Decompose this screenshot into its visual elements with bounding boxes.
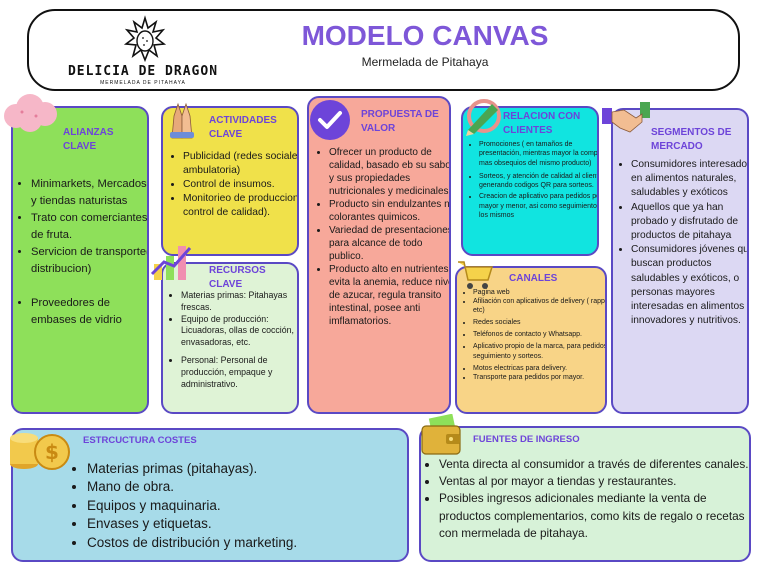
bar-chart-icon xyxy=(150,246,192,280)
wallet-icon xyxy=(421,414,461,455)
list-item: Motos electricas para delivery. xyxy=(473,364,605,373)
list-item: Ofrecer un producto de calidad, basado e… xyxy=(329,146,449,198)
list-item: Pagina web xyxy=(473,288,605,297)
segmentos-list: Consumidores interesados en alimentos na… xyxy=(619,158,747,328)
alianzas-card: ALIANZAS CLAVE Minimarkets, Mercados y t… xyxy=(11,106,149,414)
canales-title: CANALES xyxy=(509,273,558,284)
ingresos-title: FUENTES DE INGRESO xyxy=(473,434,580,445)
list-item: Afiliación con aplicativos de delivery (… xyxy=(473,297,605,315)
cloud-icon xyxy=(4,94,57,132)
list-item: Servicion de transporte( distribucion) xyxy=(31,244,147,278)
list-item: Minimarkets, Mercados y tiendas naturist… xyxy=(31,176,147,210)
propuesta-title: PROPUESTA DE VALOR xyxy=(361,109,439,134)
list-item: Proveedores de embases de vidrio xyxy=(31,295,147,329)
ingresos-list: Venta directa al consumidor a través de … xyxy=(427,456,749,542)
page-title: MODELO CANVAS xyxy=(301,20,549,51)
list-item: Producto sin endulzantes ni colorantes q… xyxy=(329,198,449,224)
checkmark-icon xyxy=(310,100,350,140)
list-item: Transporte para pedidos por mayor. xyxy=(473,373,605,382)
list-item: Costos de distribución y marketing. xyxy=(87,534,407,552)
canales-list: Pagina web Afiliación con aplicativos de… xyxy=(461,288,605,382)
list-item: Control de insumos. xyxy=(183,178,297,192)
actividades-list: Publicidad (redes sociales, ambulatoria)… xyxy=(171,150,297,220)
canales-card: CANALES Pagina web Afiliación con aplica… xyxy=(455,266,607,414)
list-item: Publicidad (redes sociales, ambulatoria) xyxy=(183,150,297,178)
list-item: Monitorieo de produccion ( control de ca… xyxy=(183,192,297,220)
coins-icon: $ xyxy=(10,433,70,470)
list-item: Aquellos que ya han probado y disfrutado… xyxy=(631,201,747,244)
propuesta-card: PROPUESTA DE VALOR Ofrecer un producto d… xyxy=(307,96,451,414)
segmentos-title: SEGMENTOS DE MERCADO xyxy=(651,127,732,152)
list-item: Sorteos, y atención de calidad al client… xyxy=(479,172,597,191)
list-item: Trato con comerciantes de fruta. xyxy=(31,210,147,244)
praying-hands-icon xyxy=(170,102,194,139)
list-item: Equipos y maquinaria. xyxy=(87,497,407,515)
relacion-title: RELACION CON CLIENTES xyxy=(503,111,581,136)
shopping-cart-icon xyxy=(458,261,494,289)
list-item: Producto alto en nutrientes, evita la an… xyxy=(329,263,449,328)
recursos-list: Materias primas: Pitahayas frescas. Equi… xyxy=(169,290,297,390)
list-item: Redes sociales xyxy=(473,318,605,327)
page-subtitle: Mermelada de Pitahaya xyxy=(361,55,489,69)
segmentos-card: SEGMENTOS DE MERCADO Consumidores intere… xyxy=(611,108,749,414)
list-item: Consumidores interesados en alimentos na… xyxy=(631,158,747,201)
list-item: Teléfonos de contacto y Whatsapp. xyxy=(473,330,605,339)
list-item: Envases y etiquetas. xyxy=(87,515,407,533)
costes-card: ESTRCUCTURA COSTES Materias primas (pita… xyxy=(11,428,409,562)
list-item: Materias primas (pitahayas). xyxy=(87,460,407,478)
list-item: Consumidores jóvenes que buscan producto… xyxy=(631,243,747,328)
brand-tagline: MERMELADA DE PITAHAYA xyxy=(100,80,186,86)
list-item: Personal: Personal de producción, empaqu… xyxy=(181,355,297,390)
ingresos-card: FUENTES DE INGRESO Venta directa al cons… xyxy=(419,426,751,562)
alianzas-title: ALIANZAS CLAVE xyxy=(63,127,114,152)
costes-list: Materias primas (pitahayas). Mano de obr… xyxy=(75,460,407,552)
list-item: Ventas al por mayor a tiendas y restaura… xyxy=(439,473,749,490)
handshake-icon xyxy=(602,102,650,133)
alianzas-list: Minimarkets, Mercados y tiendas naturist… xyxy=(19,176,147,329)
costes-title: ESTRCUCTURA COSTES xyxy=(83,435,197,446)
list-item: Materias primas: Pitahayas frescas. xyxy=(181,290,297,314)
list-item: Creacion de aplicativo para pedidos por … xyxy=(479,192,597,220)
brand-name: DELICIA DE DRAGON xyxy=(67,64,219,79)
pencil-icon xyxy=(466,99,501,136)
brand-logo: DELICIA DE DRAGON MERMELADA DE PITAHAYA xyxy=(58,14,228,90)
list-item: Posibles ingresos adicionales mediante l… xyxy=(439,490,749,542)
svg-text:$: $ xyxy=(45,440,59,464)
propuesta-list: Ofrecer un producto de calidad, basado e… xyxy=(317,146,449,328)
actividades-title: ACTIVIDADES CLAVE xyxy=(209,115,277,140)
relacion-list: Promociones ( en tamaños de presentación… xyxy=(467,140,597,220)
list-item: Equipo de producción: Licuadoras, ollas … xyxy=(181,314,297,349)
dragon-fruit-icon xyxy=(123,15,167,63)
list-item: Variedad de presentaciones para alcance … xyxy=(329,224,449,263)
list-item: Mano de obra. xyxy=(87,478,407,496)
list-item: Aplicativo propio de la marca, para pedi… xyxy=(473,342,605,360)
list-item: Venta directa al consumidor a través de … xyxy=(439,456,749,473)
recursos-card: RECURSOS CLAVE Materias primas: Pitahaya… xyxy=(161,262,299,414)
recursos-title: RECURSOS CLAVE xyxy=(209,265,266,290)
list-item: Promociones ( en tamaños de presentación… xyxy=(479,140,597,168)
